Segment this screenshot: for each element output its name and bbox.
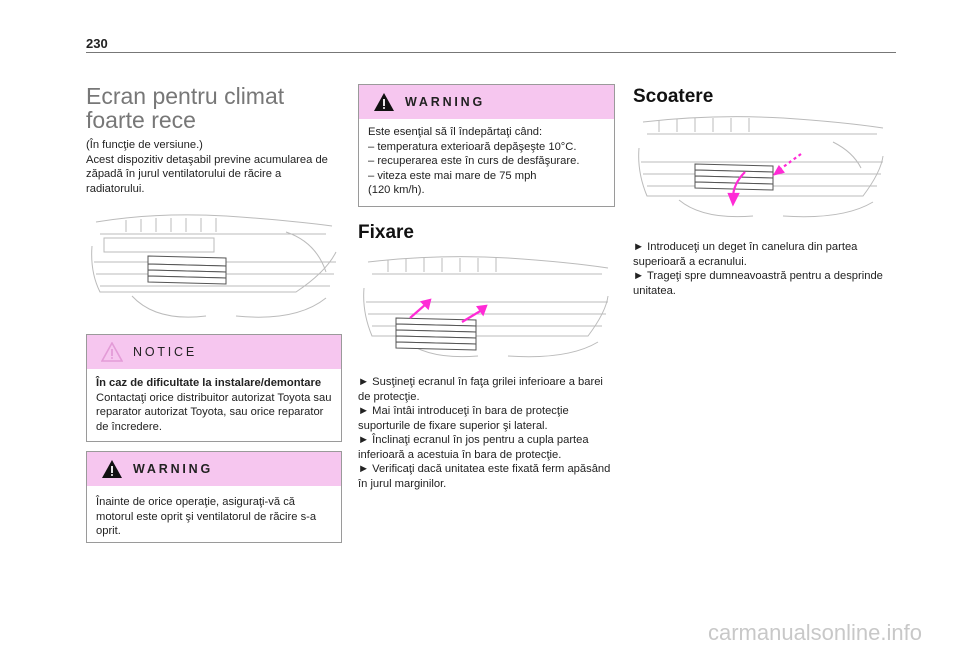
scoatere-heading: Scoatere [633, 86, 714, 107]
notice-text: Contactaţi orice distribuitor autorizat … [96, 391, 332, 433]
intro-description: Acest dispozitiv detaşabil previne acumu… [86, 153, 328, 195]
warning-line: – viteza este mai mare de 75 mph [368, 169, 537, 182]
notice-label: NOTICE [133, 345, 198, 359]
warning-label-1: WARNING [133, 462, 214, 476]
fitting-illustration [363, 256, 609, 358]
fixare-heading: Fixare [358, 222, 414, 243]
warning-header-2: WARNING [359, 85, 614, 119]
fixare-step: ► Susţineţi ecranul în faţa grilei infer… [358, 376, 603, 403]
warning-line: – recuperarea este în curs de desfăşurar… [368, 155, 580, 167]
notice-box: NOTICE În caz de dificultate la instalar… [86, 334, 342, 442]
intro-version-note: (În funcţie de versiune.) [86, 139, 203, 151]
warning-header-1: WARNING [87, 452, 341, 486]
fixare-steps: ► Susţineţi ecranul în faţa grilei infer… [358, 375, 615, 491]
warning-label-2: WARNING [405, 95, 486, 109]
notice-header: NOTICE [87, 335, 341, 369]
info-triangle-icon [101, 342, 123, 362]
warning-triangle-icon [374, 93, 394, 111]
header-rule [86, 52, 896, 53]
page-number: 230 [86, 36, 108, 51]
removal-illustration [638, 116, 884, 218]
watermark: carmanualsonline.info [707, 620, 922, 645]
scoatere-step: ► Introduceţi un deget în canelura din p… [633, 241, 858, 268]
fixare-step: ► Mai întâi introduceţi în bara de prote… [358, 405, 569, 432]
page-title: Ecran pentru climat foarte rece [86, 83, 285, 133]
bumper-screen-illustration [91, 214, 337, 318]
scoatere-steps: ► Introduceţi un deget în canelura din p… [633, 240, 893, 298]
warning-line: (120 km/h). [368, 184, 425, 196]
warning-line: Este esenţial să îl îndepărtaţi când: [368, 126, 543, 138]
fixare-step: ► Verificaţi dacă unitatea este fixată f… [358, 463, 611, 490]
notice-title: În caz de dificultate la instalare/demon… [96, 377, 322, 389]
warning-triangle-icon [102, 460, 122, 478]
warning-box-2: WARNING Este esenţial să îl îndepărtaţi … [358, 84, 615, 207]
scoatere-step: ► Trageţi spre dumneavoastră pentru a de… [633, 270, 883, 297]
intro-text: (În funcţie de versiune.) Acest dispozit… [86, 138, 342, 196]
warning-text-1: Înainte de orice operaţie, asiguraţi-vă … [96, 496, 317, 537]
fixare-step: ► Înclinaţi ecranul în jos pentru a cupl… [358, 434, 589, 461]
warning-line: – temperatura exterioară depăşeşte 10°C. [368, 140, 577, 153]
warning-box-1: WARNING Înainte de orice operaţie, asigu… [86, 451, 342, 543]
